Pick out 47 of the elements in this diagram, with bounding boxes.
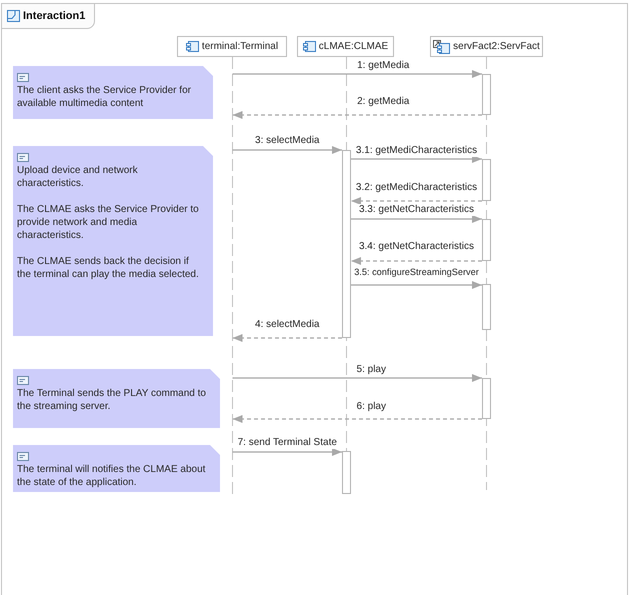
message-arrow	[232, 415, 482, 423]
frame-title: Interaction1	[23, 10, 86, 22]
activation-bar	[482, 378, 491, 419]
note-box	[13, 146, 213, 336]
message-arrow	[351, 257, 482, 265]
edge-label: 3.5: configureStreamingServer	[353, 266, 480, 278]
note-text: The client asks the Service Provider for available multimedia content	[17, 84, 192, 110]
lifeline-name: servFact2:ServFact	[453, 41, 540, 52]
lifeline-name: cLMAE:CLMAE	[318, 41, 388, 52]
activation-bar	[482, 74, 491, 115]
message-arrow	[232, 448, 342, 456]
message-arrow	[351, 215, 482, 223]
note-text: The terminal will notifies the CLMAE about the state of the application.	[17, 463, 206, 489]
message-arrow	[232, 111, 482, 119]
message-arrow	[232, 70, 482, 78]
lifeline	[342, 57, 351, 494]
note-box	[13, 445, 220, 492]
edge-label: 6: play	[356, 401, 387, 413]
edge-label: 2: getMedia	[356, 96, 410, 108]
message-arrow	[232, 374, 482, 382]
edge-label: 3.1: getMediCharacteristics	[354, 145, 478, 157]
note-text: The CLMAE asks the Service Provider to provide network and media characteristics.	[17, 203, 200, 242]
edge-label: 3.4: getNetCharacteristics	[358, 241, 476, 253]
activation-bar	[342, 150, 351, 338]
lifeline-header	[430, 36, 543, 57]
edge-label: 3.2: getMediCharacteristics	[354, 182, 478, 194]
message-arrow	[232, 146, 342, 154]
activation-bar	[342, 451, 351, 494]
activation-bar	[482, 284, 491, 330]
message-arrow	[232, 334, 342, 342]
edge-label: 1: getMedia	[356, 60, 410, 72]
edge-label: 5: play	[356, 364, 387, 376]
edge-label: 3.3: getNetCharacteristics	[358, 204, 476, 216]
activation-bar	[482, 159, 491, 201]
note-text: The Terminal sends the PLAY command to the streaming server.	[17, 387, 207, 413]
note-box	[13, 66, 213, 119]
message-arrow	[351, 281, 482, 289]
lifeline-header	[297, 36, 394, 57]
activation-bar	[482, 219, 491, 261]
message-arrow	[351, 197, 482, 205]
note-text: Upload device and network characteristics.	[17, 164, 139, 190]
note-box	[13, 369, 220, 428]
lifeline-name: terminal:Terminal	[202, 41, 278, 52]
lifeline-header	[177, 36, 287, 57]
message-arrow	[351, 155, 482, 163]
edge-label: 7: send Terminal State	[236, 437, 338, 449]
note-text: The CLMAE sends back the decision if the terminal can play the media selected.	[17, 255, 200, 281]
